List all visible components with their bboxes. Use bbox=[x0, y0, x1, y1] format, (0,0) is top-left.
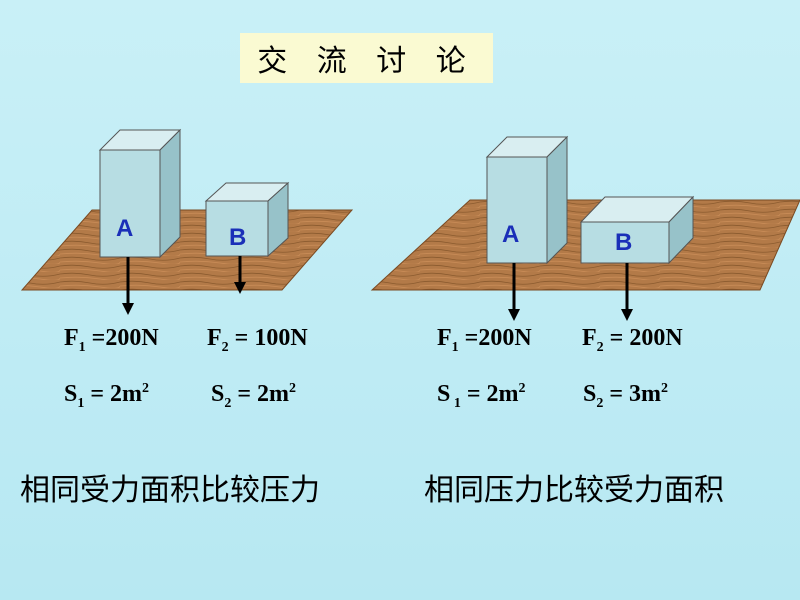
right-s1-superscript: 2 bbox=[518, 381, 526, 396]
left-f2-subscript: 2 bbox=[221, 339, 229, 355]
right-f2-formula: F2 = 200N bbox=[582, 325, 683, 356]
right-f1-value: =200N bbox=[458, 325, 532, 351]
title-box: 交 流 讨 论 bbox=[240, 33, 493, 83]
left-box-a-label: A bbox=[116, 215, 133, 242]
left-s2-formula: S2 = 2m2 bbox=[211, 381, 296, 412]
left-f2-symbol: F bbox=[207, 325, 222, 351]
left-s2-superscript: 2 bbox=[289, 381, 297, 396]
right-f2-symbol: F bbox=[582, 325, 597, 351]
left-s1-value: = 2m bbox=[84, 381, 143, 407]
left-s2-symbol: S bbox=[211, 381, 225, 407]
left-force-arrow-b bbox=[234, 256, 246, 294]
right-f2-subscript: 2 bbox=[596, 339, 604, 355]
right-f1-formula: F1 =200N bbox=[437, 325, 532, 356]
left-f2-value: = 100N bbox=[228, 325, 308, 351]
right-caption: 相同压力比较受力面积 bbox=[424, 473, 724, 508]
left-s2-subscript: 2 bbox=[224, 395, 232, 411]
right-f1-symbol: F bbox=[437, 325, 452, 351]
right-s2-symbol: S bbox=[583, 381, 597, 407]
right-s1-formula: S 1 = 2m2 bbox=[437, 381, 526, 412]
right-box-a: A bbox=[485, 135, 569, 265]
right-s1-subscript: 1 bbox=[450, 395, 461, 411]
left-s1-formula: S1 = 2m2 bbox=[64, 381, 149, 412]
right-box-b: B bbox=[579, 195, 695, 265]
left-s2-value: = 2m bbox=[231, 381, 290, 407]
right-f1-subscript: 1 bbox=[451, 339, 459, 355]
left-s1-superscript: 2 bbox=[142, 381, 150, 396]
right-box-a-label: A bbox=[502, 221, 519, 248]
left-box-b: B bbox=[204, 181, 290, 258]
left-f2-formula: F2 = 100N bbox=[207, 325, 308, 356]
left-f1-symbol: F bbox=[64, 325, 79, 351]
right-s2-value: = 3m bbox=[603, 381, 662, 407]
left-f1-value: =200N bbox=[85, 325, 159, 351]
right-box-b-label: B bbox=[615, 229, 632, 256]
left-wood-board bbox=[20, 209, 354, 291]
left-f1-formula: F1 =200N bbox=[64, 325, 159, 356]
right-s2-superscript: 2 bbox=[661, 381, 669, 396]
left-caption: 相同受力面积比较压力 bbox=[20, 473, 320, 508]
right-s2-formula: S2 = 3m2 bbox=[583, 381, 668, 412]
left-box-a: A bbox=[98, 128, 182, 259]
left-s1-symbol: S bbox=[64, 381, 78, 407]
left-force-arrow-a bbox=[122, 257, 134, 315]
right-force-arrow-a bbox=[508, 263, 520, 321]
left-s1-subscript: 1 bbox=[77, 395, 85, 411]
right-s2-subscript: 2 bbox=[596, 395, 604, 411]
right-s1-symbol: S bbox=[437, 381, 451, 407]
right-force-arrow-b bbox=[621, 263, 633, 321]
page-title: 交 流 讨 论 bbox=[257, 44, 476, 79]
right-s1-value: = 2m bbox=[460, 381, 519, 407]
right-f2-value: = 200N bbox=[603, 325, 683, 351]
left-box-b-label: B bbox=[229, 224, 246, 251]
left-f1-subscript: 1 bbox=[78, 339, 86, 355]
